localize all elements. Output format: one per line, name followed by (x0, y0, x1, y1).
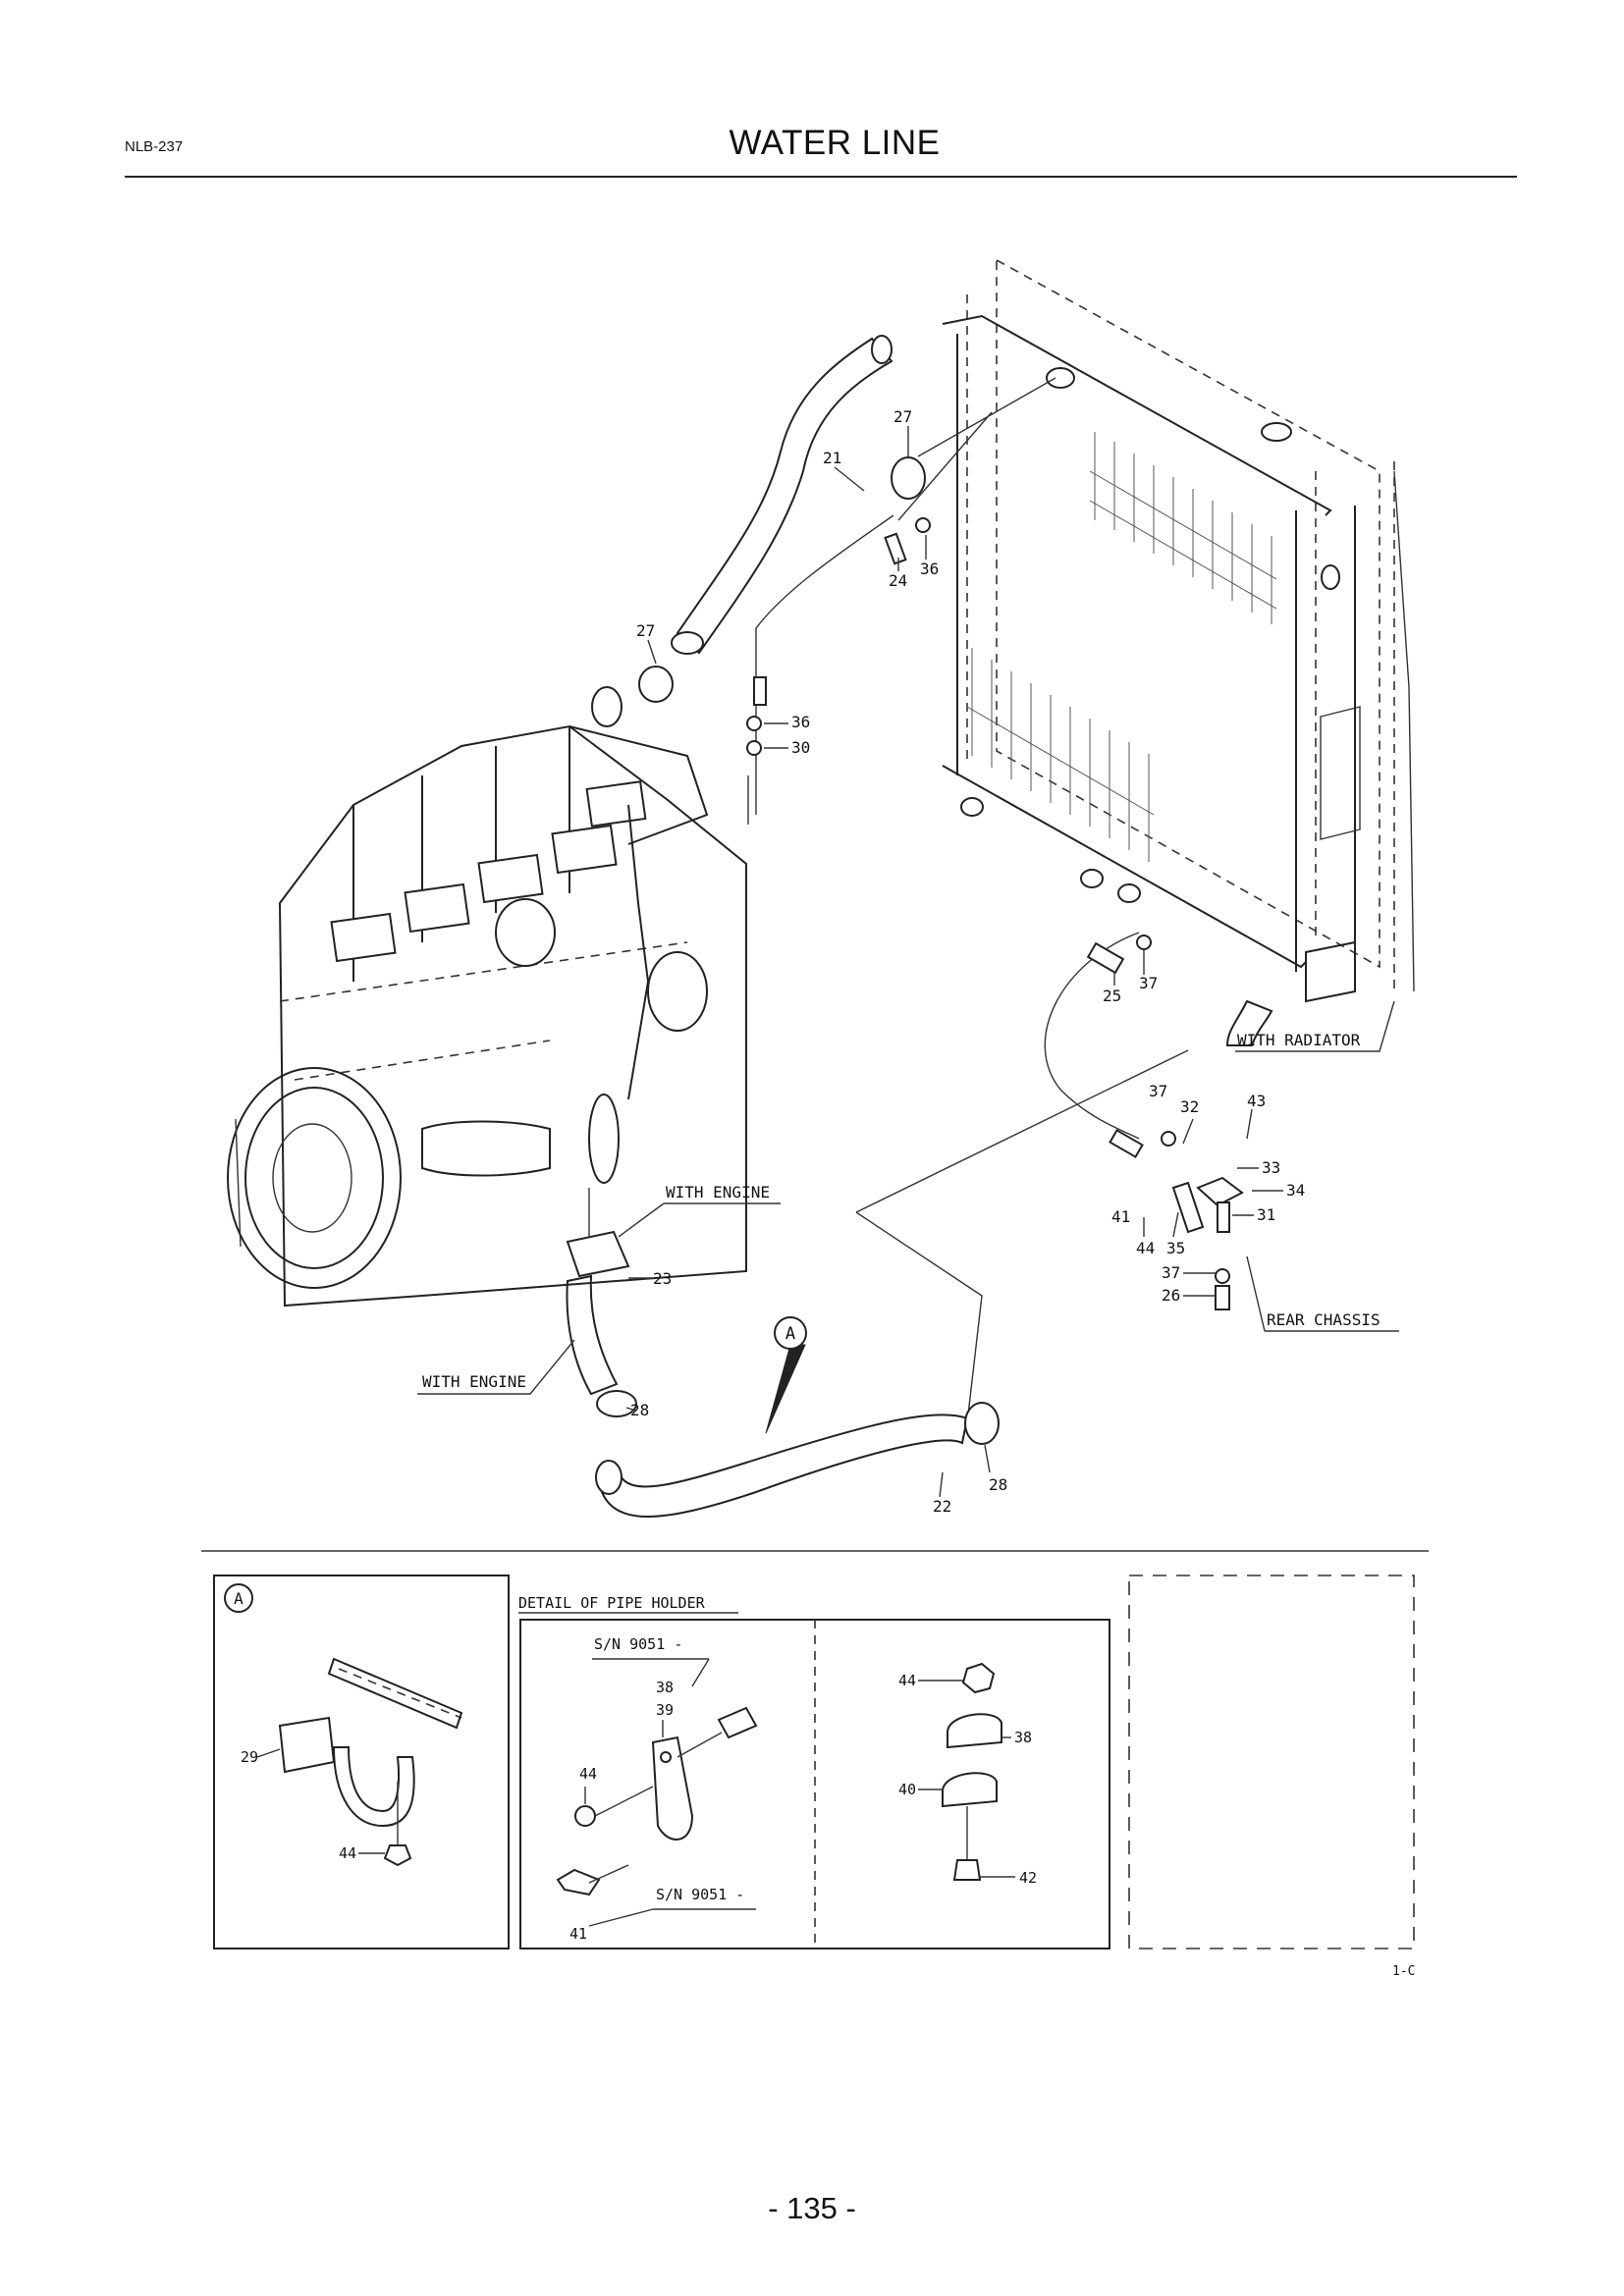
callout-37-mid: 37 (1149, 1082, 1167, 1100)
callout-26: 26 (1162, 1286, 1180, 1305)
callout-21: 21 (823, 449, 841, 467)
callout-34: 34 (1286, 1181, 1305, 1200)
pipe-holder-callout-41: 41 (569, 1925, 587, 1943)
callout-36-lower: 36 (791, 713, 810, 731)
document-code: NLB-237 (125, 138, 184, 155)
empty-detail-panel (1128, 1575, 1415, 1949)
engine-outlet-elbow (566, 1230, 630, 1396)
label-rear-chassis: REAR CHASSIS (1267, 1310, 1380, 1329)
leader-lines (588, 377, 1189, 1424)
pipe-holder-callout-39: 39 (656, 1701, 674, 1719)
page-number: - 135 - (768, 2191, 856, 2225)
callout-41: 41 (1111, 1207, 1130, 1226)
callout-30: 30 (791, 738, 810, 757)
callout-44: 44 (1136, 1239, 1155, 1257)
label-with-radiator: WITH RADIATOR (1237, 1031, 1361, 1049)
bypass-pipe (755, 411, 1140, 1140)
radiator-upper-outlet (1046, 367, 1075, 389)
radiator-assembly (942, 258, 1415, 1003)
lower-hose-22 (595, 1414, 969, 1518)
pipe-holder-detail-panel: DETAIL OF PIPE HOLDER S/N 9051 - 38 39 4… (518, 1594, 1110, 1949)
detail-a-callout-29: 29 (241, 1748, 258, 1766)
clamp-40 (942, 1772, 998, 1808)
label-with-engine-lower: WITH ENGINE (422, 1372, 526, 1391)
hose-clamp-28-right (964, 1402, 1000, 1445)
callout-22: 22 (933, 1497, 951, 1516)
callout-28-left: 28 (630, 1401, 649, 1419)
callout-32: 32 (1180, 1097, 1199, 1116)
pipe-holder-callout-44-right: 44 (898, 1672, 916, 1689)
label-with-engine-upper: WITH ENGINE (666, 1183, 770, 1201)
pipe-holder-band-29 (278, 1716, 336, 1774)
nipple-24 (884, 532, 907, 565)
flywheel-housing (227, 1067, 402, 1289)
callout-28-right: 28 (989, 1475, 1007, 1494)
pipe-holder-title: DETAIL OF PIPE HOLDER (518, 1594, 706, 1612)
callout-36-upper: 36 (920, 560, 939, 578)
pipe-holder-callout-44-left: 44 (579, 1765, 597, 1783)
hose-clamp-27-upper (891, 456, 926, 500)
clamp-38 (947, 1713, 1002, 1749)
callout-leaders (625, 426, 1283, 1498)
clamp-39 (651, 1735, 694, 1841)
callout-27-lower: 27 (636, 621, 655, 640)
radiator-core-upper (1089, 432, 1277, 624)
pipe-holder-callout-38-left: 38 (656, 1679, 674, 1696)
callout-27-upper: 27 (893, 407, 912, 426)
callout-31: 31 (1257, 1205, 1275, 1224)
view-marker-a: A (765, 1316, 807, 1434)
radiator-cap (1261, 422, 1292, 442)
callout-37-upper: 37 (1139, 974, 1158, 992)
pipe-holder-callout-38-right: 38 (1014, 1729, 1032, 1746)
detail-a-panel: A 29 44 (213, 1575, 510, 1949)
callout-43: 43 (1247, 1092, 1266, 1110)
callout-24: 24 (889, 571, 907, 590)
label-underlines (417, 1000, 1399, 1395)
detail-a-marker: A (234, 1589, 244, 1608)
title-rule (125, 176, 1517, 178)
radiator-core-lower (966, 648, 1155, 862)
hose-clamp-28-left (596, 1390, 637, 1417)
callout-25: 25 (1103, 987, 1121, 1005)
page-title: WATER LINE (729, 124, 941, 162)
pipe-holder-callout-40: 40 (898, 1781, 916, 1798)
callout-23: 23 (653, 1269, 672, 1288)
callout-35: 35 (1166, 1239, 1185, 1257)
view-marker-letter: A (785, 1324, 795, 1344)
clamps-and-fittings (596, 456, 1273, 1445)
figure-code: 1-C (1392, 1964, 1415, 1979)
detail-a-callout-44: 44 (339, 1844, 356, 1862)
upper-hose-21 (671, 335, 893, 655)
callout-33: 33 (1262, 1158, 1280, 1177)
hose-clamp-27-lower (638, 666, 674, 703)
engine-block (278, 686, 747, 1308)
sn-label-lower: S/N 9051 - (656, 1886, 744, 1903)
sn-label-upper: S/N 9051 - (594, 1635, 682, 1653)
callout-37-lower: 37 (1162, 1263, 1180, 1282)
pipe-holder-callout-42: 42 (1019, 1869, 1037, 1887)
